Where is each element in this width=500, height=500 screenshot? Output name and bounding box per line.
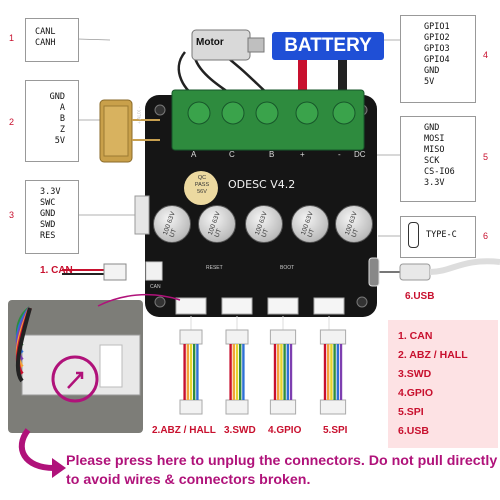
cable-plug-top xyxy=(270,330,295,344)
qc-line: 56V xyxy=(191,189,213,196)
silk-a: A xyxy=(191,150,196,159)
swd-connector xyxy=(222,298,252,314)
cable-plug-top xyxy=(320,330,345,344)
cable-plug-bottom xyxy=(320,400,345,414)
unplug-notice: Please press here to unplug the connecto… xyxy=(66,452,498,490)
motor-shaft xyxy=(248,38,264,52)
legend-item: 1. CAN xyxy=(388,320,498,346)
silk-plus: + xyxy=(300,150,305,159)
capacitor-label: 100 63V UT xyxy=(162,204,186,239)
caption-usb: 6.USB xyxy=(405,291,434,302)
cable-plug-bottom xyxy=(226,400,248,414)
caption-spi: 5.SPI xyxy=(323,425,347,436)
silk-b: B xyxy=(269,150,274,159)
caption-swd: 3.SWD xyxy=(224,425,256,436)
model-label: ODESC V4.2 xyxy=(228,178,295,191)
capacitor-row: 100 63V UT 100 63V UT 100 63V UT 100 63V UT… xyxy=(153,205,373,245)
legend-item: 4.GPIO xyxy=(388,384,498,403)
usb-cable xyxy=(430,261,500,272)
notice-arrow xyxy=(22,430,54,468)
capacitor: 100 63V UT xyxy=(153,205,191,243)
qc-line: QC xyxy=(191,175,213,182)
terminal-screw xyxy=(256,102,278,124)
legend-item: 5.SPI xyxy=(388,403,498,422)
silk-reset: RESET xyxy=(206,265,223,271)
cable-plug-top xyxy=(180,330,202,344)
gpio-connector xyxy=(268,298,298,314)
cable-plug-top xyxy=(226,330,248,344)
terminal-screw xyxy=(333,102,355,124)
terminal-screw xyxy=(222,102,244,124)
leader-line xyxy=(78,39,110,40)
terminal-screw xyxy=(188,102,210,124)
cable-plug-bottom xyxy=(180,400,202,414)
caption-can: 1. CAN xyxy=(40,265,73,276)
capacitor-label: 100 63V UT xyxy=(300,204,324,239)
capacitor: 100 63V UT xyxy=(198,205,236,243)
terminal-screw xyxy=(296,102,318,124)
legend-item: 6.USB xyxy=(388,422,498,441)
abz-connector xyxy=(176,298,206,314)
can-plug xyxy=(104,264,126,280)
usb-plug xyxy=(400,264,430,280)
connector-legend: 1. CAN 2. ABZ / HALL 3.SWD 4.GPIO 5.SPI … xyxy=(388,320,498,448)
silk-can: CAN xyxy=(150,284,161,290)
board-can-connector xyxy=(146,262,162,280)
swd-header xyxy=(135,196,149,234)
silk-dc: DC xyxy=(354,150,366,159)
legend-item: 3.SWD xyxy=(388,365,498,384)
qc-line: PASS xyxy=(191,182,213,189)
cable-plug-bottom xyxy=(270,400,295,414)
silk-c: C xyxy=(229,150,235,159)
spi-connector xyxy=(314,298,344,314)
notice-arrow-head xyxy=(52,458,66,478)
capacitor: 100 63V UT xyxy=(335,205,373,243)
capacitor-label: 100 63V UT xyxy=(207,204,231,239)
capacitor: 100 63V UT xyxy=(291,205,329,243)
battery-badge: BATTERY xyxy=(272,32,384,60)
silk-aux: + AUX - xyxy=(137,107,143,124)
caption-gpio: 4.GPIO xyxy=(268,425,301,436)
battery-label: BATTERY xyxy=(272,32,384,60)
capacitor-label: 100 63V UT xyxy=(344,204,368,239)
silk-boot: BOOT xyxy=(280,265,294,271)
capacitor: 100 63V UT xyxy=(245,205,283,243)
silk-minus: - xyxy=(338,150,341,159)
legend-item: 2. ABZ / HALL xyxy=(388,346,498,365)
caption-abz: 2.ABZ / HALL xyxy=(152,425,216,436)
motor-label: Motor xyxy=(196,37,224,48)
board-usb-port xyxy=(369,258,379,286)
qc-text: QC PASS 56V xyxy=(191,175,213,196)
capacitor-label: 100 63V UT xyxy=(254,204,278,239)
